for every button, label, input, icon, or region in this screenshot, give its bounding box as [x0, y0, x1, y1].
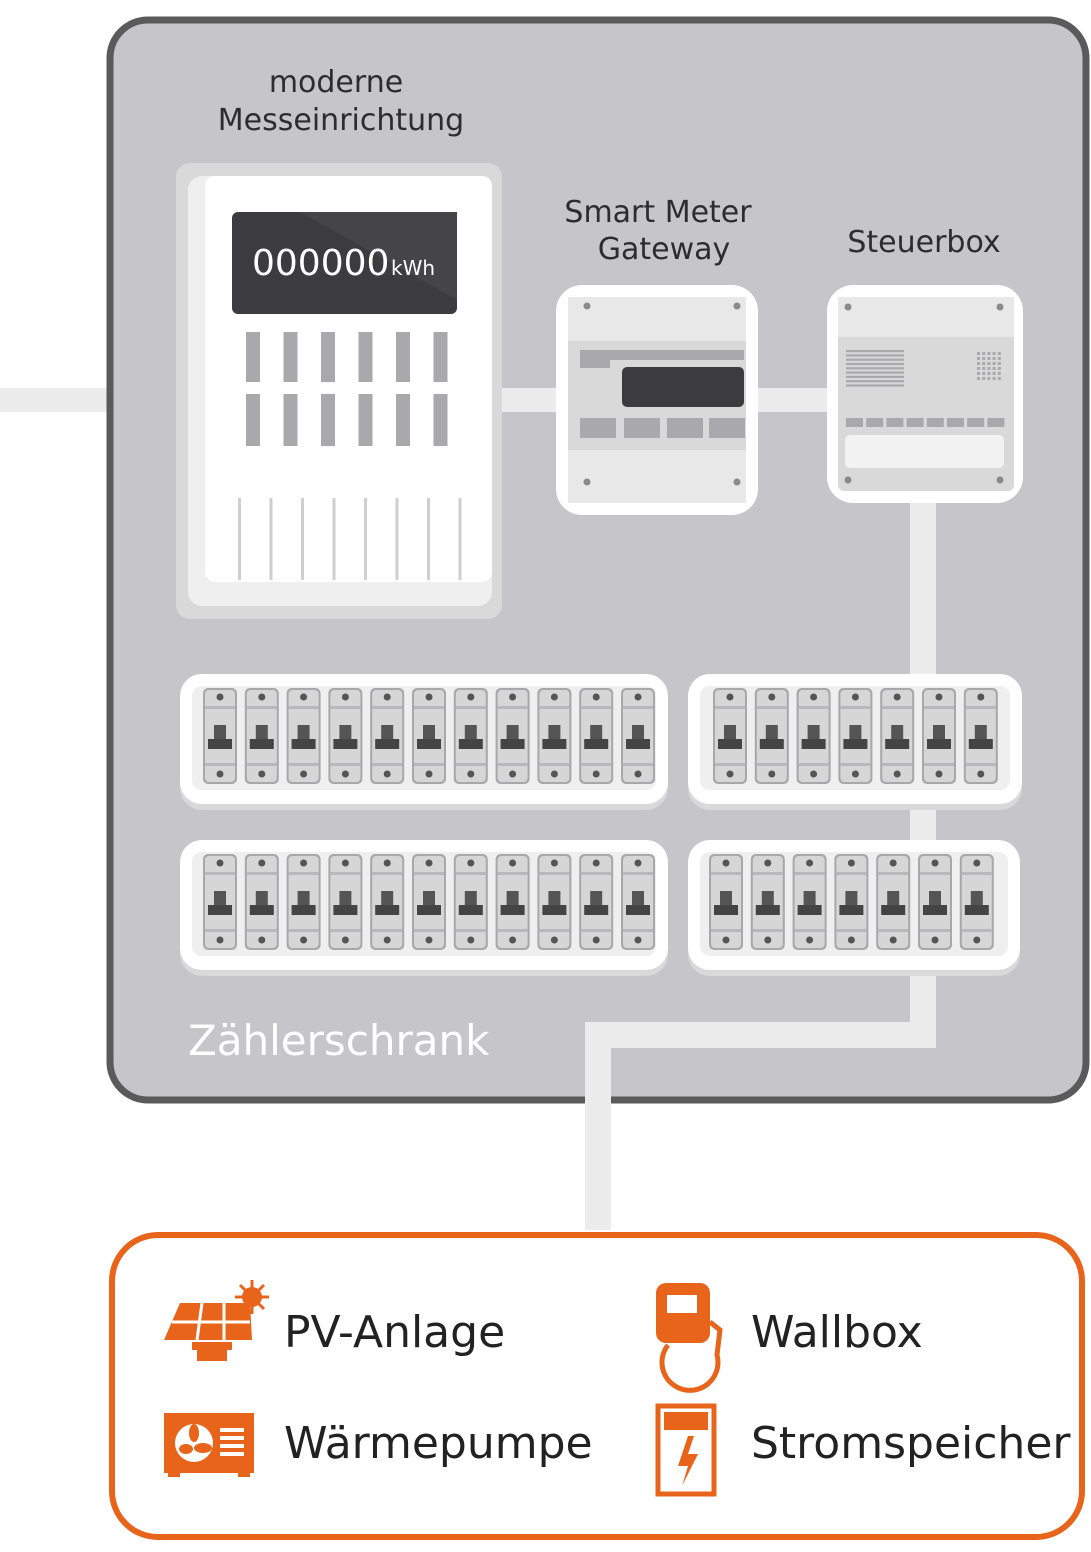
circuit-breaker [537, 688, 572, 784]
consumer-label-wallbox: Wallbox [751, 1307, 923, 1358]
circuit-breaker [537, 854, 572, 950]
meter-terminal-slots [238, 498, 462, 580]
circuit-breaker [579, 688, 614, 784]
meter-keypad [246, 332, 448, 446]
circuit-breaker [838, 688, 873, 784]
circuit-breaker [203, 688, 237, 784]
gateway-display [622, 367, 744, 407]
circuit-breaker [453, 854, 488, 950]
circuit-breaker [495, 854, 530, 950]
circuit-breaker [796, 688, 831, 784]
circuit-breaker [621, 688, 655, 784]
circuit-breaker-panels [180, 674, 1022, 976]
circuit-breaker [328, 688, 363, 784]
circuit-breaker [453, 688, 488, 784]
circuit-breaker [412, 854, 446, 950]
circuit-breaker [792, 854, 827, 950]
circuit-breaker [876, 854, 911, 950]
battery-storage-icon [655, 1403, 717, 1497]
circuit-breaker [286, 688, 321, 784]
consumer-label-pv: PV-Anlage [284, 1307, 505, 1358]
meter-label-line2: Messeinrichtung [218, 103, 464, 138]
heat-pump-icon [164, 1413, 254, 1477]
consumer-label-storage: Stromspeicher [751, 1418, 1071, 1469]
circuit-breaker [834, 854, 869, 950]
breaker-panel [180, 840, 668, 976]
circuit-breaker [963, 688, 998, 784]
circuit-breaker [244, 854, 279, 950]
gateway-steuerbox-line [750, 388, 840, 412]
moderne-messeinrichtung-device: 000000 kWh [176, 163, 502, 619]
smart-meter-gateway-device [556, 285, 758, 515]
circuit-breaker [328, 854, 363, 950]
solar-panel-icon [164, 1280, 269, 1361]
cabinet-label: Zählerschrank [188, 1016, 490, 1065]
breaker-panel [180, 674, 668, 810]
circuit-breaker [709, 854, 743, 950]
gateway-label-line2: Gateway [598, 232, 731, 267]
circuit-breaker [621, 854, 655, 950]
circuit-breaker [959, 854, 994, 950]
circuit-breaker [713, 688, 747, 784]
consumer-devices-box [109, 1232, 1085, 1540]
breaker-panel [688, 674, 1022, 810]
circuit-breaker [286, 854, 321, 950]
meter-label-line1: moderne [269, 65, 403, 100]
consumer-label-heatpump: Wärmepumpe [284, 1418, 593, 1469]
breaker-panel [688, 840, 1020, 976]
meter-display-unit: kWh [391, 256, 435, 280]
circuit-breaker [495, 688, 530, 784]
circuit-breaker [244, 688, 279, 784]
steuerbox-label: Steuerbox [847, 225, 1000, 260]
wallbox-icon [656, 1283, 723, 1393]
meter-display-value: 000000 [252, 243, 389, 284]
circuit-breaker [918, 854, 952, 950]
circuit-breaker [579, 854, 614, 950]
gateway-label-line1: Smart Meter [564, 195, 752, 230]
circuit-breaker [412, 688, 446, 784]
circuit-breaker [370, 854, 405, 950]
circuit-breaker [203, 854, 237, 950]
circuit-breaker [370, 688, 405, 784]
circuit-breaker [880, 688, 915, 784]
steuerbox-device [827, 285, 1023, 503]
circuit-breaker [750, 854, 785, 950]
circuit-breaker [922, 688, 956, 784]
circuit-breaker [754, 688, 789, 784]
